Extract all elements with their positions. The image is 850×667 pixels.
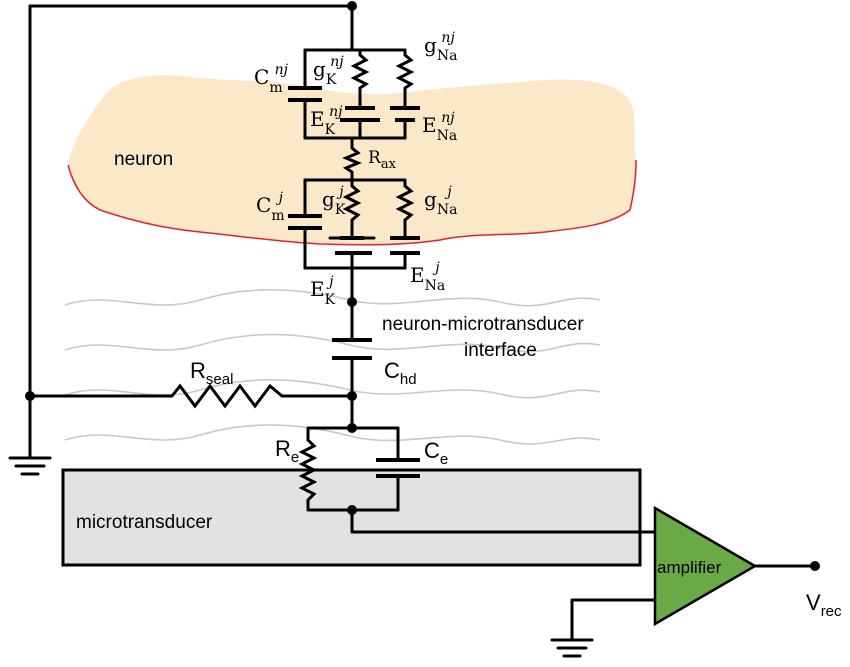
label-rseal: Rseal <box>190 358 233 388</box>
amp-ground-wire <box>570 598 657 642</box>
neuron-bottom-edge <box>67 159 637 246</box>
ground-icon-left <box>8 456 52 476</box>
label-ek-nj: EKnj <box>310 104 343 138</box>
label-cm-j: Cmj <box>256 190 285 224</box>
label-re: Re <box>275 436 299 466</box>
label-rax: Rax <box>368 148 397 172</box>
label-gk-nj: gKnj <box>313 54 344 88</box>
neuron-label: neuron <box>114 149 173 170</box>
label-gna-nj: gNanj <box>424 30 457 64</box>
label-ce: Ce <box>424 438 448 468</box>
vrec-terminal <box>810 561 820 571</box>
label-vrec: Vrec <box>806 590 842 620</box>
electrode-branch <box>298 426 657 534</box>
label-ek-j: EKj <box>310 274 336 308</box>
extracellular-waves <box>64 289 601 445</box>
rax-resistor <box>342 138 362 180</box>
node-transducer <box>347 505 357 515</box>
j-compartment <box>288 178 420 304</box>
rseal-resistor <box>170 383 283 409</box>
ground-icon-right <box>550 638 594 658</box>
interface-label-line1: neuron-microtransducer <box>382 314 584 335</box>
chd-capacitor <box>332 300 372 430</box>
label-gk-j: gKj <box>322 184 346 218</box>
node-top <box>347 1 357 11</box>
node-seal <box>347 391 357 401</box>
microtransducer-label: microtransducer <box>76 512 213 533</box>
label-chd: Chd <box>384 358 417 388</box>
label-cm-nj: Cmnj <box>254 62 289 96</box>
node-left <box>25 391 35 401</box>
label-gna-j: gNaj <box>424 184 457 218</box>
amplifier-triangle <box>653 505 758 627</box>
interface-label-line2: interface <box>464 340 537 361</box>
label-ena-j: ENaj <box>410 260 445 294</box>
nj-compartment <box>288 48 420 140</box>
label-ena-nj: ENanj <box>422 110 457 144</box>
amplifier-label: amplifier <box>657 558 722 577</box>
